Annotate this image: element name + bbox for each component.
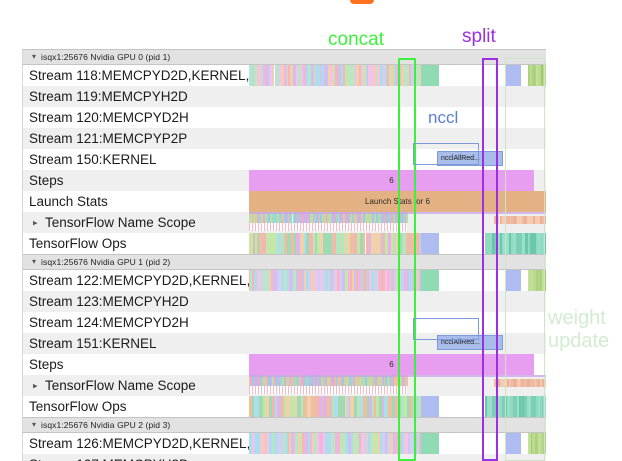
row-track[interactable]: 6 [249, 354, 546, 375]
row-label: Stream 127:MEMCPYH2D [23, 454, 249, 461]
row-gpu0-stream-150[interactable]: Stream 150:KERNEL ncclAllRed... [23, 149, 546, 170]
row-gpu0-stream-118[interactable]: Stream 118:MEMCPYD2D,KERNEL,ME [23, 65, 546, 86]
row-gpu0-stream-120[interactable]: Stream 120:MEMCPYD2H [23, 107, 546, 128]
chevron-down-icon[interactable]: ▾ [31, 420, 36, 429]
row-track[interactable] [249, 312, 546, 333]
row-gpu1-stream-151[interactable]: Stream 151:KERNEL ncclAllRed... [23, 333, 546, 354]
row-gpu1-tensorflow-name-scope[interactable]: ▸TensorFlow Name Scope [23, 375, 546, 396]
row-track[interactable] [249, 65, 546, 86]
row-label: TensorFlow Ops [23, 396, 249, 417]
row-track[interactable] [249, 375, 546, 396]
nccl-allreduce-bar[interactable]: ncclAllRed... [437, 151, 503, 166]
chevron-right-icon[interactable]: ▸ [33, 217, 38, 227]
row-gpu1-stream-122[interactable]: Stream 122:MEMCPYD2D,KERNEL,MI [23, 270, 546, 291]
annotation-weight-update-line1: weight [548, 307, 606, 329]
row-label: Steps [23, 170, 249, 191]
row-label: Steps [23, 354, 249, 375]
annotation-concat: concat [328, 29, 384, 50]
group-header-gpu2[interactable]: ▾ isqx1:25676 Nvidia GPU 2 (pid 3) [23, 417, 546, 433]
clipped-orange-text [350, 0, 374, 4]
row-gpu0-tensorflow-ops[interactable]: TensorFlow Ops [23, 233, 546, 254]
row-gpu0-stream-119[interactable]: Stream 119:MEMCPYH2D [23, 86, 546, 107]
row-label: TensorFlow Ops [23, 233, 249, 254]
row-label: Stream 124:MEMCPYD2H [23, 312, 249, 333]
row-track[interactable] [249, 107, 546, 128]
row-track[interactable] [249, 128, 546, 149]
chevron-down-icon[interactable]: ▾ [31, 52, 36, 61]
row-label: Stream 122:MEMCPYD2D,KERNEL,MI [23, 270, 249, 291]
chevron-right-icon[interactable]: ▸ [33, 380, 38, 390]
row-track[interactable]: ncclAllRed... [249, 149, 546, 170]
row-label: Stream 120:MEMCPYD2H [23, 107, 249, 128]
row-track[interactable] [249, 270, 546, 291]
row-track[interactable] [249, 212, 546, 233]
nccl-allreduce-bar[interactable]: ncclAllRed... [437, 335, 503, 350]
annotation-weight-update-line2: update [548, 330, 610, 352]
row-gpu1-stream-124[interactable]: Stream 124:MEMCPYD2H [23, 312, 546, 333]
group-title: isqx1:25676 Nvidia GPU 0 (pid 1) [41, 52, 171, 62]
row-track[interactable] [249, 433, 546, 454]
row-gpu2-stream-127[interactable]: Stream 127:MEMCPYH2D [23, 454, 546, 461]
row-gpu2-stream-126[interactable]: Stream 126:MEMCPYD2D,KERNEL,MI [23, 433, 546, 454]
row-label: ▸TensorFlow Name Scope [23, 212, 249, 233]
trace-viewer-panel[interactable]: ▾ isqx1:25676 Nvidia GPU 0 (pid 1) Stream … [22, 49, 546, 461]
row-label: Stream 126:MEMCPYD2D,KERNEL,MI [23, 433, 249, 454]
row-track[interactable] [249, 291, 546, 312]
group-title: isqx1:25676 Nvidia GPU 1 (pid 2) [41, 257, 171, 267]
row-track[interactable] [249, 454, 546, 461]
row-track[interactable]: 6 [249, 170, 546, 191]
row-label: Stream 151:KERNEL [23, 333, 249, 354]
row-label: Stream 118:MEMCPYD2D,KERNEL,ME [23, 65, 249, 86]
annotation-split: split [462, 26, 496, 47]
group-header-gpu1[interactable]: ▾ isqx1:25676 Nvidia GPU 1 (pid 2) [23, 254, 546, 270]
row-label: Stream 123:MEMCPYH2D [23, 291, 249, 312]
chevron-down-icon[interactable]: ▾ [31, 257, 36, 266]
row-gpu1-tensorflow-ops[interactable]: TensorFlow Ops [23, 396, 546, 417]
row-gpu1-stream-123[interactable]: Stream 123:MEMCPYH2D [23, 291, 546, 312]
row-label: Launch Stats [23, 191, 249, 212]
row-track[interactable] [249, 86, 546, 107]
group-header-gpu0[interactable]: ▾ isqx1:25676 Nvidia GPU 0 (pid 1) [23, 49, 546, 65]
group-title: isqx1:25676 Nvidia GPU 2 (pid 3) [41, 420, 171, 430]
row-label: ▸TensorFlow Name Scope [23, 375, 249, 396]
row-track[interactable] [249, 396, 546, 417]
row-track[interactable]: Launch Stats for 6 [249, 191, 546, 212]
row-track[interactable] [249, 233, 546, 254]
row-gpu0-stream-121[interactable]: Stream 121:MEMCPYP2P [23, 128, 546, 149]
row-label: Stream 121:MEMCPYP2P [23, 128, 249, 149]
row-track[interactable]: ncclAllRed... [249, 333, 546, 354]
row-gpu0-tensorflow-name-scope[interactable]: ▸TensorFlow Name Scope [23, 212, 546, 233]
row-label: Stream 150:KERNEL [23, 149, 249, 170]
row-label: Stream 119:MEMCPYH2D [23, 86, 249, 107]
